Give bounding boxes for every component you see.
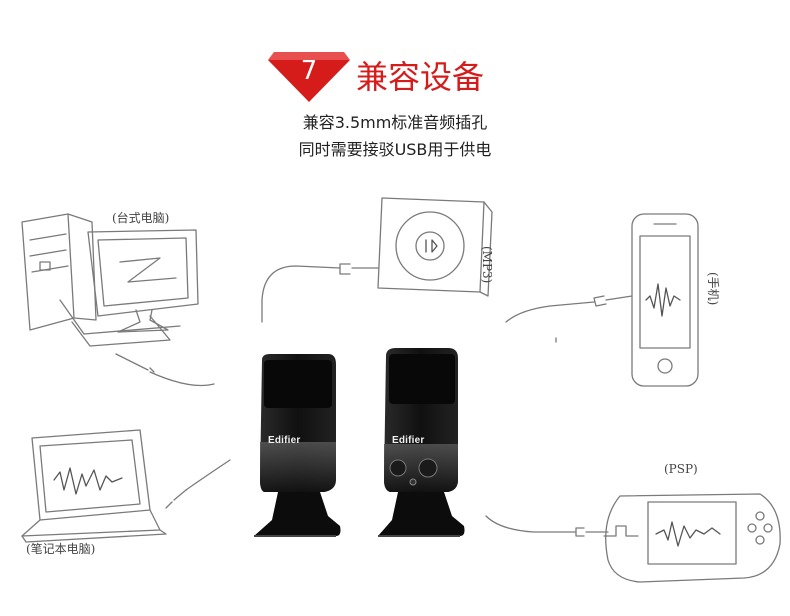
speaker-pair <box>254 348 465 537</box>
psp-icon <box>603 493 781 583</box>
subtitle-line-2: 同时需要接驳USB用于供电 <box>298 140 492 159</box>
audio-cable-phone <box>505 295 633 343</box>
subtitle-line-1: 兼容3.5mm标准音频插孔 <box>302 113 488 132</box>
audio-cable-mp3 <box>261 263 379 323</box>
audio-cable-desktop <box>115 353 215 387</box>
psp-label: (PSP) <box>664 462 698 476</box>
audio-cable-laptop <box>165 459 231 509</box>
audio-cable-psp <box>485 515 609 537</box>
laptop-label: (笔记本电脑) <box>26 542 96 556</box>
number-badge <box>268 52 350 102</box>
mp3-label: (MP3) <box>480 246 494 284</box>
left-speaker-brand: Edifier <box>268 435 301 446</box>
right-speaker-brand: Edifier <box>392 435 425 446</box>
section-title: 兼容设备 <box>356 58 485 96</box>
laptop-icon <box>21 429 167 543</box>
desktop-label: (台式电脑) <box>112 211 170 225</box>
badge-number: 7 <box>300 56 318 86</box>
phone-icon <box>631 213 699 387</box>
mp3-player-icon <box>377 197 493 297</box>
phone-label: (手机) <box>706 272 720 306</box>
desktop-computer-icon <box>21 213 199 347</box>
right-speaker <box>378 348 465 537</box>
left-speaker <box>254 354 341 537</box>
